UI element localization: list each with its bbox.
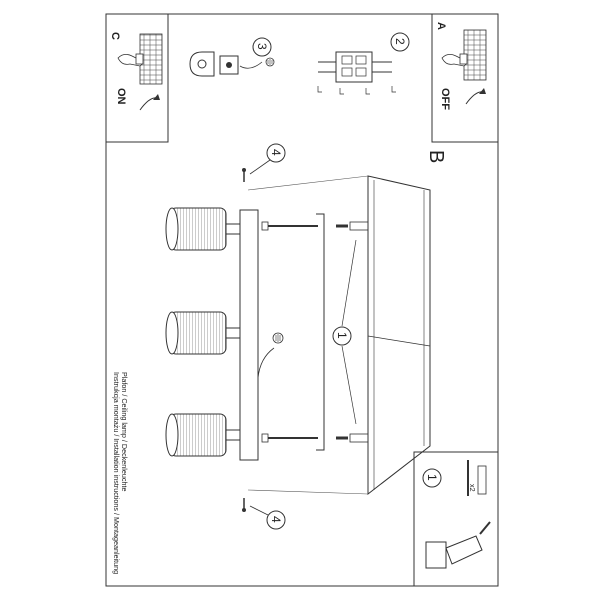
step-1: 1 x2 [413, 451, 499, 587]
drill-icon [425, 521, 491, 569]
step-2: 2 [317, 32, 410, 95]
dowel-count: x2 [468, 484, 477, 492]
page-border [105, 13, 499, 587]
step-3-number: 3 [255, 43, 269, 50]
panel-c-letter: C [109, 32, 121, 40]
step-3-circle [252, 37, 272, 57]
lamp-base [239, 209, 259, 461]
mounting-bracket [316, 213, 325, 451]
step-3: 3 [189, 37, 275, 77]
panel-b-letter: B [425, 150, 447, 163]
panel-a: A OFF [431, 13, 499, 143]
callout-screw-top: 4 [242, 143, 286, 182]
step-1-number: 1 [425, 474, 439, 481]
spot-head [165, 413, 241, 457]
dowel-icon [467, 460, 487, 496]
callout-dowels-number: 1 [335, 332, 349, 339]
power-arrow-icon [139, 94, 160, 111]
lamp-assembly [165, 207, 284, 461]
panel-c: C ON [105, 13, 169, 143]
hand-switch-icon [117, 53, 144, 67]
panel-a-letter: A [435, 22, 447, 30]
hand-switch-icon [441, 53, 468, 67]
footer-line-1: Instrukcja montażu / Installation instru… [112, 372, 121, 574]
connector-icon [189, 51, 239, 77]
screw-icon [261, 221, 318, 231]
callout-screw-top-number: 4 [269, 149, 283, 156]
step-1-circle [422, 468, 442, 488]
projection-lines [247, 175, 369, 495]
ground-icon [239, 57, 275, 69]
callout-screw-bottom-number: 4 [269, 516, 283, 523]
step-2-circle [390, 32, 410, 52]
spot-head [165, 207, 241, 251]
callout-screw-bottom: 4 [242, 498, 286, 530]
callout-dowels: 1 [332, 239, 357, 425]
screw-icon [261, 433, 318, 443]
power-arrow-icon [465, 88, 486, 105]
panel-a-state: OFF [439, 88, 451, 110]
panel-c-state: ON [115, 88, 127, 105]
step-2-number: 2 [393, 38, 407, 45]
spot-head [165, 311, 241, 355]
footer-line-2: Plafon / Ceiling lamp / Deckenleuchte [120, 372, 129, 491]
ground-icon [257, 332, 284, 379]
ceiling-surface [367, 175, 431, 496]
terminal-block-icon [317, 51, 396, 95]
